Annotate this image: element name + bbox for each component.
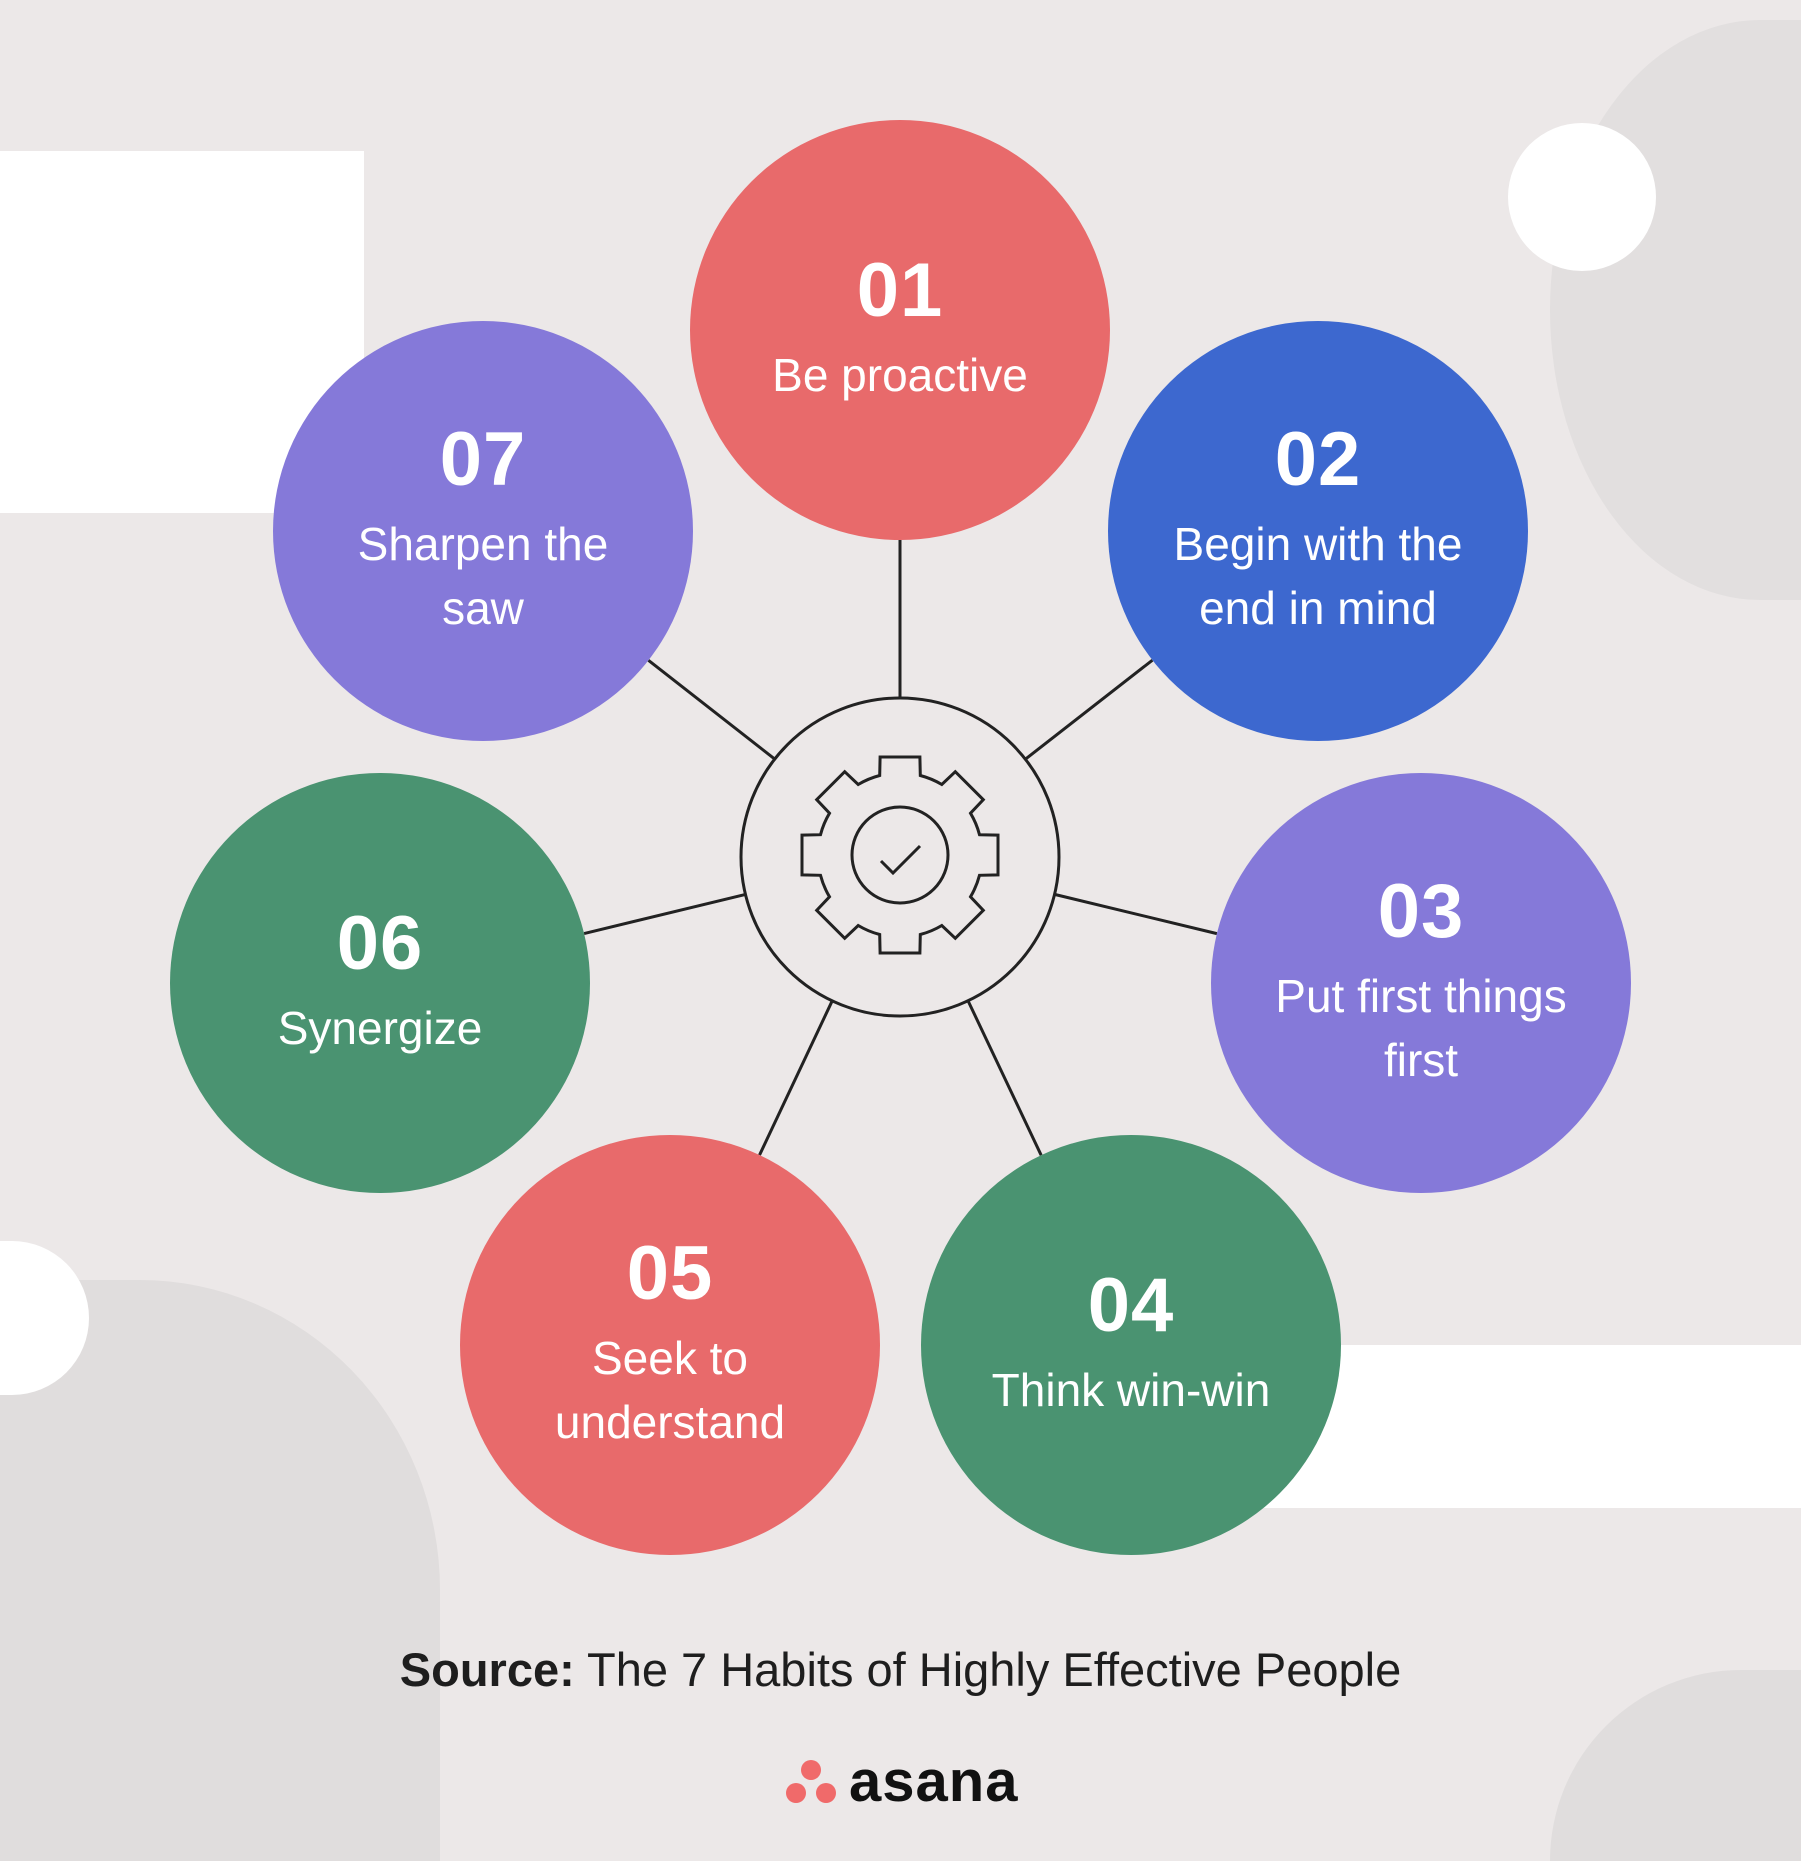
habit-label: Synergize (277, 1002, 483, 1054)
source-text: The 7 Habits of Highly Effective People (586, 1643, 1402, 1696)
connector-line (966, 1000, 1043, 1156)
habit-label: Put first things first (1275, 970, 1567, 1086)
habit-circle-01: 01 Be proactive (690, 120, 1110, 540)
bg-white-rect-right (1258, 1345, 1801, 1508)
connector-line (1024, 658, 1154, 761)
habit-number: 03 (1377, 869, 1465, 954)
asana-logo: asana (785, 1748, 1018, 1815)
habit-number: 07 (439, 417, 527, 502)
habit-number: 06 (336, 901, 424, 986)
asana-logo-text: asana (849, 1749, 1019, 1814)
habit-label: Be proactive (772, 349, 1028, 401)
source-citation: Source: The 7 Habits of Highly Effective… (0, 1642, 1801, 1697)
gear-check-icon (800, 755, 1000, 955)
habit-number: 05 (626, 1231, 714, 1316)
connector-line (647, 659, 776, 761)
habit-label: Think win-win (991, 1364, 1271, 1416)
connector-line (1054, 892, 1218, 936)
asana-dots-icon (786, 1759, 836, 1803)
habit-label: Sharpen the saw (357, 518, 609, 634)
habit-label: Begin with the end in mind (1173, 518, 1463, 634)
source-prefix: Source: (399, 1643, 575, 1696)
habit-number: 02 (1274, 417, 1362, 502)
bg-white-circle-top-right (1508, 123, 1656, 271)
habit-number: 04 (1087, 1263, 1175, 1348)
hub-circle (739, 696, 1061, 1018)
connector-line (758, 1000, 834, 1156)
habit-number: 01 (856, 248, 944, 333)
habit-label: Seek to understand (554, 1332, 786, 1448)
connector-line (583, 892, 746, 936)
